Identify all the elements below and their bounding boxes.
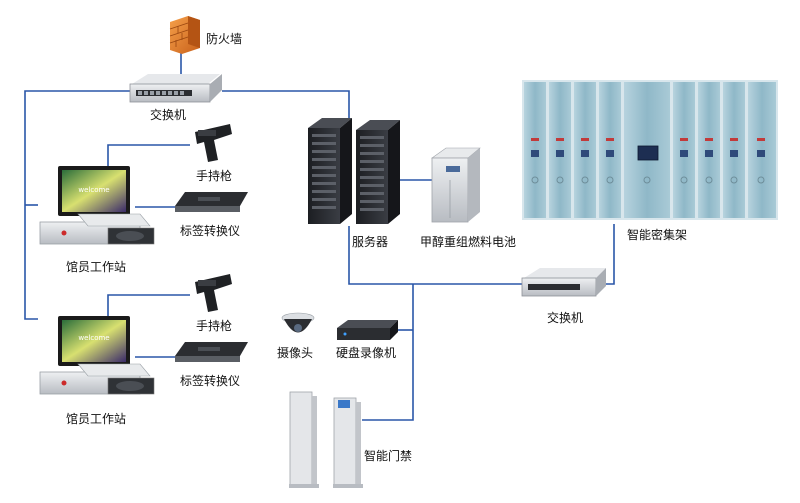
fuel-cell-device (431, 147, 481, 223)
fuel-cell-label: 甲醇重组燃料电池 (420, 235, 517, 249)
dvr-device (337, 320, 398, 340)
firewall-label: 防火墙 (206, 32, 243, 46)
gate-device (289, 391, 363, 488)
connection-lines (24, 52, 615, 421)
switch-bottom-label: 交换机 (547, 311, 584, 325)
workstation-1-device: welcome (39, 166, 155, 245)
dvr-label: 硬盘录像机 (336, 346, 397, 360)
scanner-2-device (195, 274, 232, 312)
server-label: 服务器 (352, 235, 389, 249)
converter-1-device (175, 192, 248, 212)
welcome-screen-text-1: welcome (78, 186, 109, 194)
link-server-switch-bottom (348, 226, 522, 285)
switch-top-label: 交换机 (150, 108, 187, 122)
converter-1-label: 标签转换仪 (180, 224, 241, 238)
welcome-screen-text-2: welcome (78, 334, 109, 342)
camera-label: 摄像头 (277, 346, 314, 360)
switch-bottom-device (521, 268, 606, 297)
link-switch-server (222, 90, 350, 120)
shelves-label: 智能密集架 (627, 228, 688, 242)
switch-top-device (129, 74, 222, 103)
scanner-1-device (195, 124, 232, 162)
scanner-2-label: 手持枪 (196, 319, 233, 333)
link-switch-bottom-shelves (605, 224, 615, 285)
smart-shelves-device (522, 80, 778, 220)
converter-2-device (175, 342, 248, 362)
gate-label: 智能门禁 (364, 449, 413, 463)
firewall-device (169, 16, 200, 54)
camera-device (281, 312, 315, 333)
converter-2-label: 标签转换仪 (180, 374, 241, 388)
scanner-1-label: 手持枪 (196, 169, 233, 183)
workstation-2-device: welcome (39, 316, 155, 395)
workstation-1-label: 馆员工作站 (66, 260, 127, 274)
link-scanner-1 (107, 144, 190, 168)
server-rack-device (308, 118, 400, 224)
workstation-2-label: 馆员工作站 (66, 412, 127, 426)
link-scanner-2 (107, 294, 190, 318)
